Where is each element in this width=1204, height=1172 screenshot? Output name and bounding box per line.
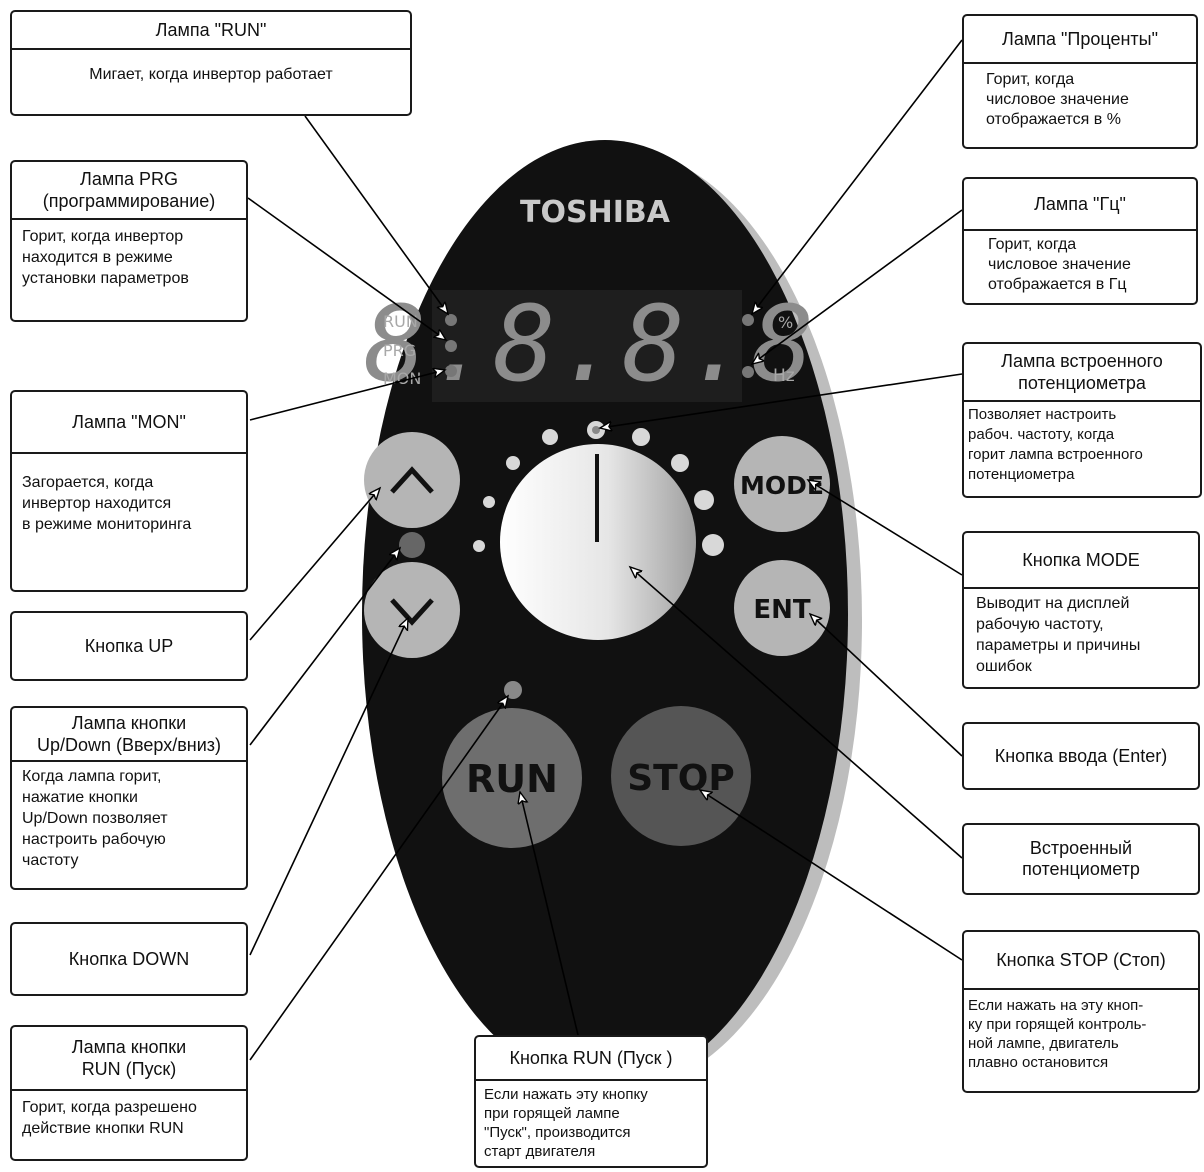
potentiometer-lamp bbox=[592, 426, 600, 434]
callout-mode-button: Кнопка MODE Выводит на дисплей рабочую ч… bbox=[962, 531, 1200, 689]
run-button-lamp bbox=[504, 681, 522, 699]
stop-button-label: STOP bbox=[627, 758, 734, 799]
callout-text: Если нажать эту кнопку при горящей лампе… bbox=[484, 1086, 648, 1160]
percent-lamp bbox=[742, 314, 754, 326]
led-digits: 8.8.8.8 bbox=[364, 283, 816, 405]
callout-title: Лампа "MON" bbox=[12, 392, 246, 454]
callout-title: Лампа кнопки Up/Down (Вверх/вниз) bbox=[12, 708, 246, 762]
mode-button[interactable] bbox=[734, 436, 830, 532]
callout-stop-button: Кнопка STOP (Стоп) Если нажать на эту кн… bbox=[962, 930, 1200, 1093]
run-lamp bbox=[445, 314, 457, 326]
callout-mon-lamp: Лампа "MON" Загорается, когда инвертор н… bbox=[10, 390, 248, 592]
hz-lamp-label: Hz bbox=[773, 366, 795, 386]
callout-updown-lamp: Лампа кнопки Up/Down (Вверх/вниз) Когда … bbox=[10, 706, 248, 890]
callout-down-button: Кнопка DOWN bbox=[10, 922, 248, 996]
mon-lamp bbox=[445, 365, 457, 377]
run-button[interactable] bbox=[442, 708, 582, 848]
callout-title: Лампа "Гц" bbox=[964, 179, 1196, 231]
leader-lines bbox=[247, 39, 963, 1061]
run-button-label: RUN bbox=[466, 757, 558, 801]
callout-text: Горит, когда числовое значение отображае… bbox=[986, 71, 1129, 128]
led-display bbox=[432, 290, 742, 402]
callout-text: Горит, когда инвертор находится в режиме… bbox=[22, 228, 189, 287]
callout-title: Лампа "RUN" bbox=[12, 12, 410, 50]
callout-title: Лампа "Проценты" bbox=[964, 16, 1196, 64]
callout-enter-button: Кнопка ввода (Enter) bbox=[962, 722, 1200, 790]
ent-button[interactable] bbox=[734, 560, 830, 656]
callout-percent-lamp: Лампа "Проценты" Горит, когда числовое з… bbox=[962, 14, 1198, 149]
callout-prg-lamp: Лампа PRG (программирование) Горит, когд… bbox=[10, 160, 248, 322]
potentiometer-scale bbox=[473, 421, 724, 556]
callout-run-button: Кнопка RUN (Пуск ) Если нажать эту кнопк… bbox=[474, 1035, 708, 1168]
up-button[interactable] bbox=[364, 432, 460, 528]
callout-text: Горит, когда числовое значение отображае… bbox=[988, 236, 1131, 293]
brand-logo: TOSHIBA bbox=[520, 195, 671, 230]
callout-title: Лампа встроенного потенциометра bbox=[964, 344, 1200, 402]
callout-title: Кнопка STOP (Стоп) bbox=[964, 932, 1198, 990]
down-button[interactable] bbox=[364, 562, 460, 658]
callout-potentiometer: Встроенный потенциометр bbox=[962, 823, 1200, 895]
run-lamp-label: RUN bbox=[383, 312, 418, 331]
callout-title: Лампа PRG (программирование) bbox=[12, 162, 246, 220]
callout-text: Когда лампа горит, нажатие кнопки Up/Dow… bbox=[22, 768, 168, 869]
callout-hz-lamp: Лампа "Гц" Горит, когда числовое значени… bbox=[962, 177, 1198, 305]
updown-lamp bbox=[399, 532, 425, 558]
callout-text: Выводит на дисплей рабочую частоту, пара… bbox=[976, 595, 1141, 675]
callout-text: Если нажать на эту кноп- ку при горящей … bbox=[968, 997, 1147, 1071]
stop-button[interactable] bbox=[611, 706, 751, 846]
up-arrow-icon bbox=[390, 466, 434, 494]
down-arrow-icon bbox=[390, 598, 434, 626]
callout-text: Позволяет настроить рабоч. частоту, когд… bbox=[968, 406, 1143, 483]
prg-lamp-label: PRG bbox=[383, 341, 416, 360]
callout-run-lamp: Лампа "RUN" Мигает, когда инвертор работ… bbox=[10, 10, 412, 116]
callout-pot-lamp: Лампа встроенного потенциометра Позволяе… bbox=[962, 342, 1202, 498]
callout-title: Кнопка RUN (Пуск ) bbox=[476, 1037, 706, 1081]
percent-lamp-label: % bbox=[778, 313, 793, 332]
callout-text: Загорается, когда инвертор находится в р… bbox=[22, 474, 192, 533]
callout-run-button-lamp: Лампа кнопки RUN (Пуск) Горит, когда раз… bbox=[10, 1025, 248, 1161]
callout-up-button: Кнопка UP bbox=[10, 611, 248, 681]
ent-button-label: ENT bbox=[753, 595, 811, 625]
callout-text: Горит, когда разрешено действие кнопки R… bbox=[22, 1099, 197, 1137]
mode-button-label: MODE bbox=[740, 471, 824, 500]
hz-lamp bbox=[742, 366, 754, 378]
callout-title: Кнопка MODE bbox=[964, 533, 1198, 589]
prg-lamp bbox=[445, 340, 457, 352]
callout-text: Мигает, когда инвертор работает bbox=[89, 66, 333, 83]
callout-title: Лампа кнопки RUN (Пуск) bbox=[12, 1027, 246, 1091]
